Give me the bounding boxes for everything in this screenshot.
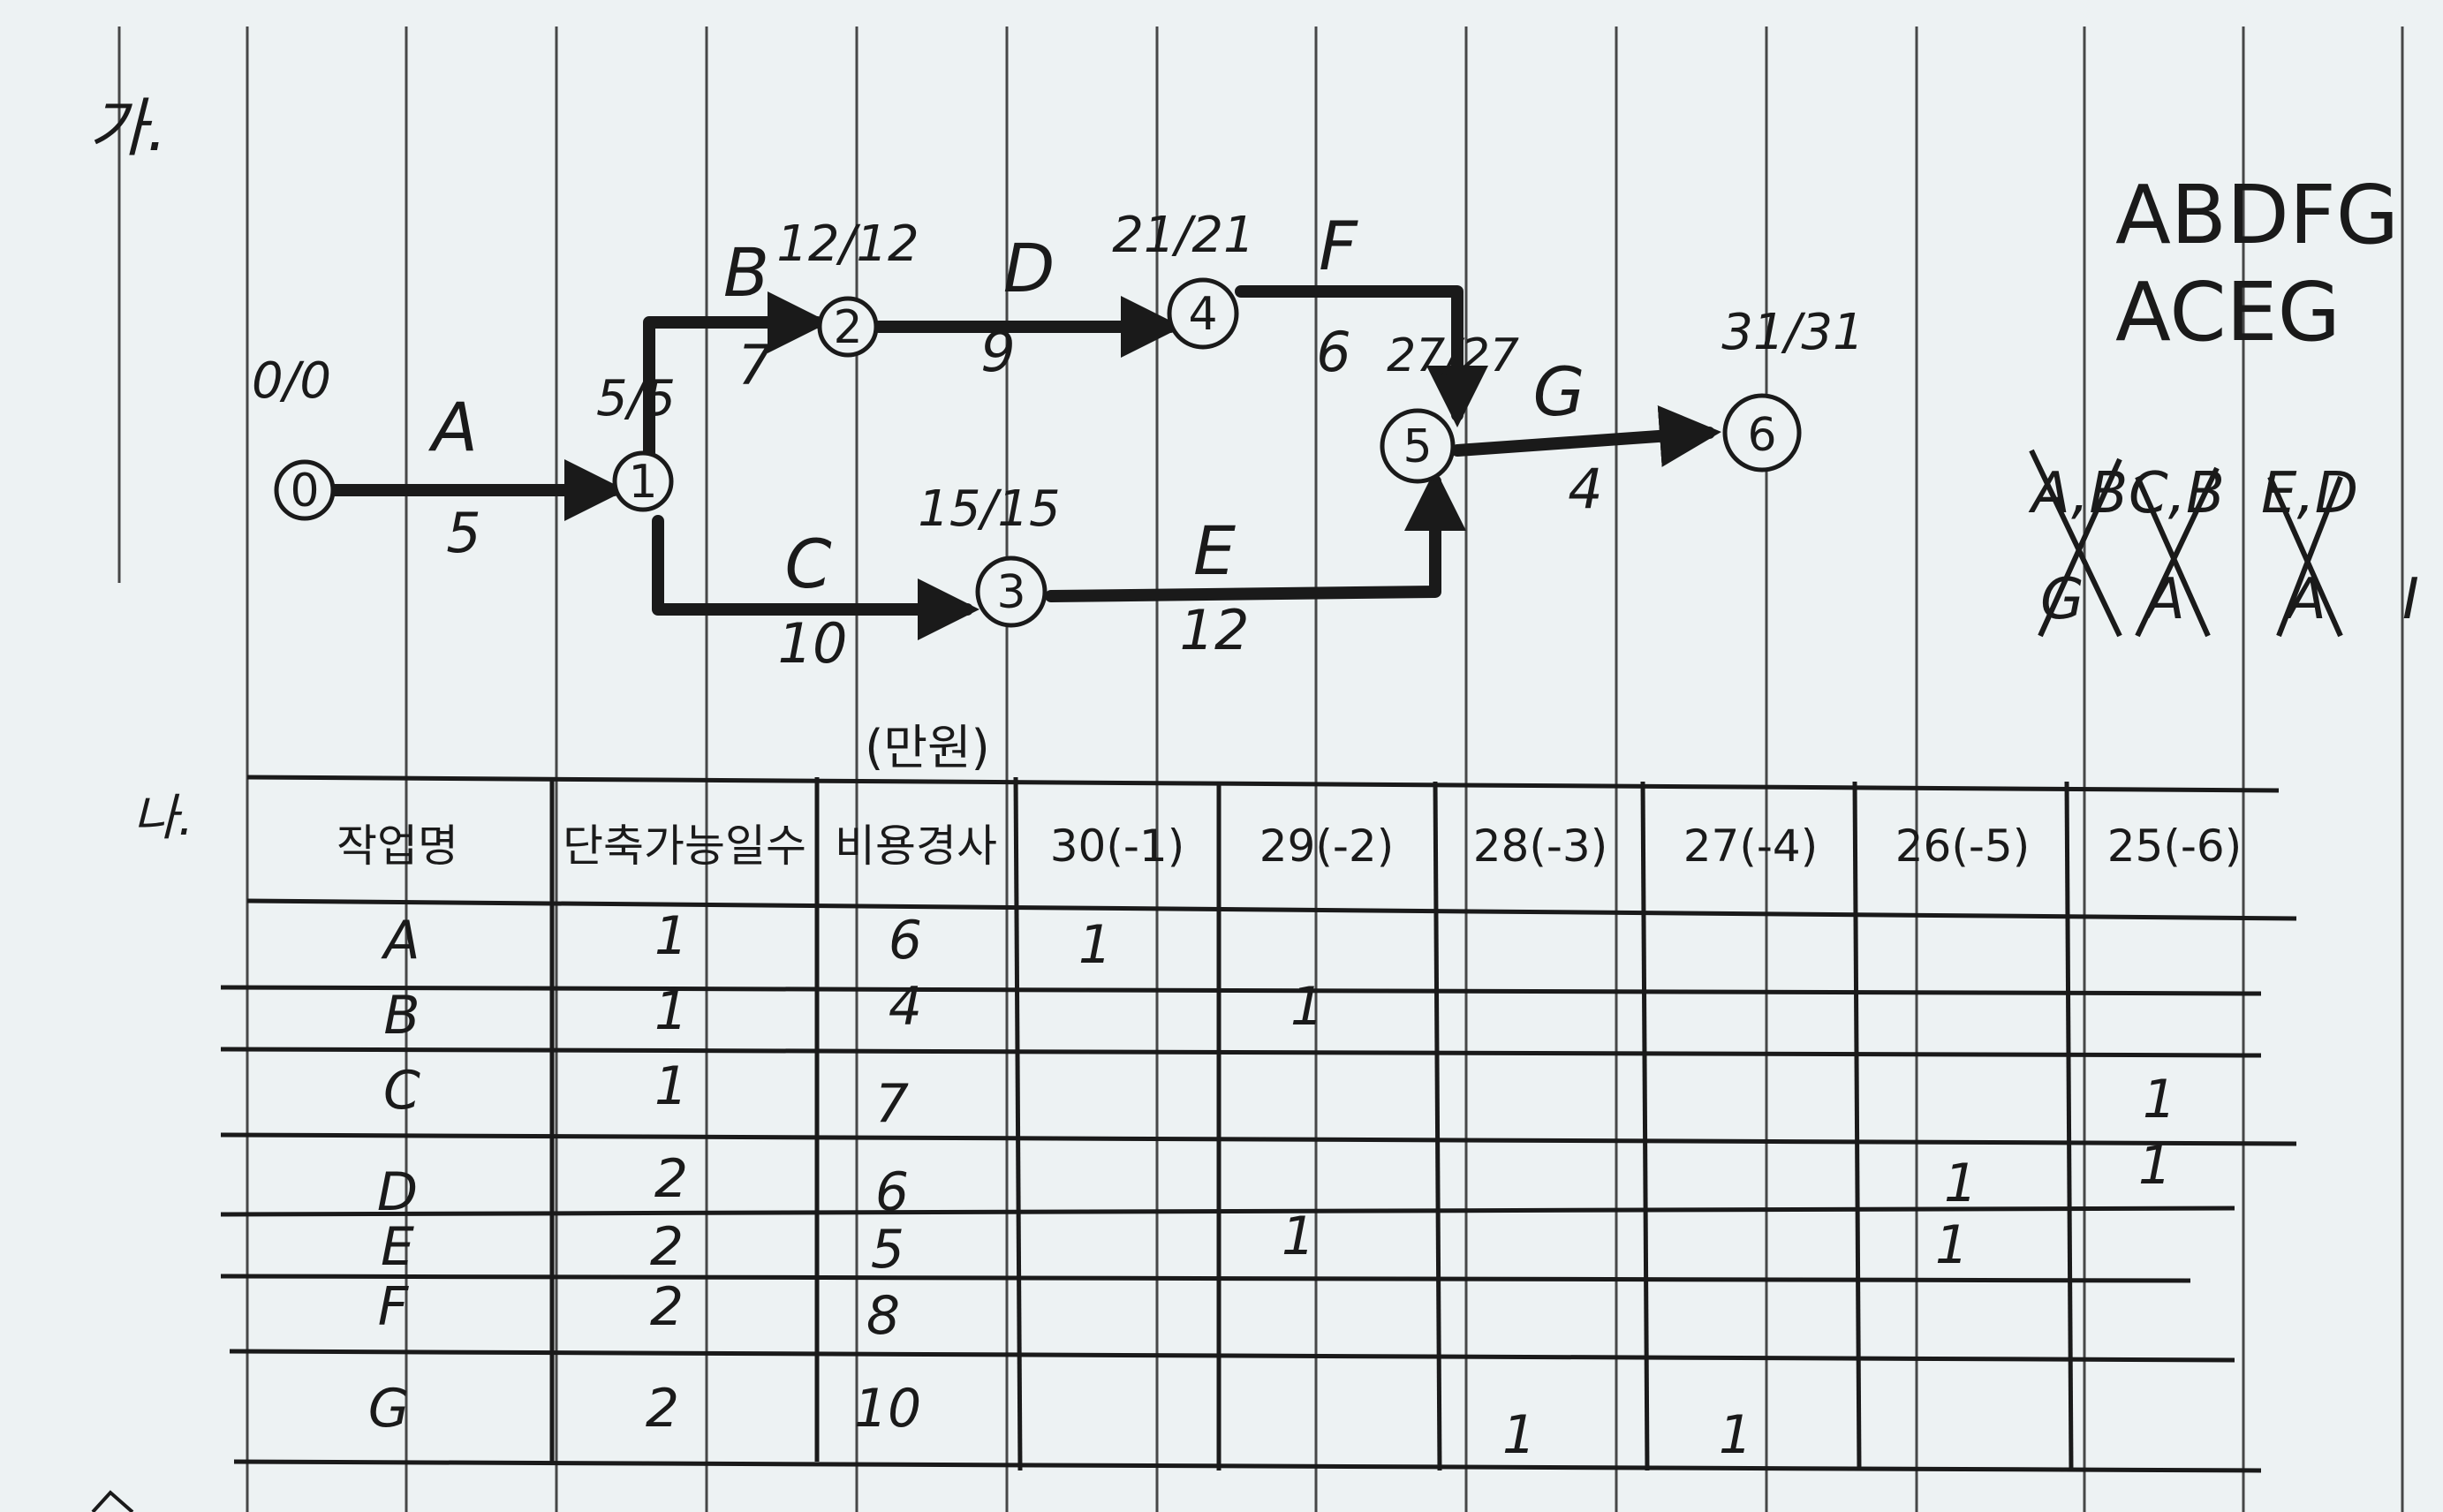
crash-table: 작업명 단축가능일수 비용경사 30(-1) 29(-2) 28(-3) 27(… (220, 775, 2297, 1473)
cell-mark: 1 (1290, 976, 1324, 1038)
cell-slope: 4 (889, 976, 922, 1038)
node-4: 4 21/21 (1112, 207, 1255, 350)
scratch-work: A,B C,B E,D G A A I (2028, 449, 2419, 638)
activity-a-duration: 5 (446, 501, 480, 565)
cell-slope: 8 (866, 1285, 900, 1347)
node-5: 5 27/27 (1380, 329, 1519, 484)
activity-g-name: G (1533, 352, 1585, 431)
cell-mark: 1 (1944, 1153, 1978, 1214)
node-1-times: 5/5 (596, 370, 676, 427)
cell-task: A (380, 910, 420, 971)
activity-d-duration: 9 (980, 320, 1015, 384)
cell-days: 1 (654, 1055, 688, 1117)
node-3-times: 15/15 (918, 480, 1060, 538)
node-2-label: 2 (833, 301, 862, 354)
header-28: 28(-3) (1473, 820, 1608, 872)
node-1: 1 5/5 (596, 370, 676, 512)
node-2-times: 12/12 (776, 215, 919, 273)
arrow-c (652, 515, 979, 640)
cell-mark: 1 (1078, 914, 1112, 976)
cell-task: E (381, 1216, 414, 1278)
activity-f-name: F (1319, 207, 1358, 285)
table-grid (220, 775, 2297, 1473)
activity-a-name: A (427, 388, 478, 466)
node-6: 6 31/31 (1721, 304, 1864, 472)
unit-label: (만원) (865, 720, 990, 775)
critical-path-1: ABDFG (2115, 168, 2399, 262)
node-2: 2 12/12 (776, 215, 919, 358)
node-6-times: 31/31 (1721, 304, 1864, 361)
node-5-times: 27/27 (1387, 329, 1519, 382)
arrow-g (1451, 405, 1721, 467)
activity-e-name: E (1193, 511, 1236, 590)
cell-days: 2 (650, 1276, 684, 1338)
node-3-label: 3 (996, 566, 1025, 619)
node-5-label: 5 (1403, 420, 1432, 473)
activity-d-name: D (1003, 229, 1055, 307)
cell-days: 2 (646, 1378, 679, 1440)
cell-mark: 1 (2143, 1069, 2176, 1130)
table-body: A 1 6 1 B 1 4 1 C 1 7 1 D 2 6 1 1 E 2 5 … (368, 905, 2176, 1466)
header-29: 29(-2) (1259, 820, 1395, 872)
cell-task: D (377, 1161, 418, 1223)
cell-mark: 1 (2138, 1135, 2172, 1197)
activity-e-duration: 12 (1180, 598, 1250, 662)
cell-mark: 1 (1935, 1214, 1969, 1276)
network-arrows (325, 285, 1721, 640)
section-a-label: 가. (88, 91, 167, 165)
header-26: 26(-5) (1895, 820, 2031, 872)
activity-b-name: B (723, 233, 769, 312)
header-27: 27(-4) (1683, 820, 1819, 872)
critical-path-2: ACEG (2115, 265, 2341, 359)
cell-days: 1 (654, 905, 688, 967)
node-0: 0 0/0 (252, 352, 336, 521)
cell-task: B (383, 985, 420, 1047)
header-cost-slope: 비용경사 (835, 820, 997, 872)
cell-task: F (378, 1276, 410, 1338)
cell-mark: 1 (1502, 1404, 1536, 1466)
arrow-f (1235, 285, 1488, 427)
header-task: 작업명 (337, 820, 458, 872)
node-0-label: 0 (290, 465, 319, 518)
node-1-label: 1 (628, 456, 657, 509)
header-crash-days: 단축가능일수 (563, 820, 806, 872)
cell-task: C (383, 1060, 420, 1122)
network-nodes: 0 0/0 1 5/5 2 12/12 3 15/15 4 21/21 5 27… (252, 207, 1864, 628)
cell-days: 2 (654, 1148, 688, 1210)
cell-slope: 6 (875, 1161, 909, 1223)
activity-g-duration: 4 (1568, 457, 1602, 521)
scratch-text-7: I (2402, 567, 2419, 632)
activity-c-name: C (784, 525, 831, 603)
activity-labels: A 5 B 7 C 10 D 9 E 12 F 6 G 4 (427, 207, 1603, 676)
table-header-row: 작업명 단축가능일수 비용경사 30(-1) 29(-2) 28(-3) 27(… (337, 820, 2242, 872)
node-4-times: 21/21 (1112, 207, 1254, 264)
header-25: 25(-6) (2107, 820, 2243, 872)
cell-slope: 10 (854, 1378, 921, 1440)
cell-days: 2 (650, 1216, 684, 1278)
section-b-label: 나. (132, 790, 193, 847)
cell-slope: 7 (875, 1073, 909, 1135)
cell-slope: 5 (871, 1219, 904, 1281)
node-3: 3 15/15 (918, 480, 1061, 628)
node-0-times: 0/0 (252, 352, 331, 410)
arrow-b (643, 291, 829, 470)
arrow-e (1045, 469, 1466, 602)
cell-mark: 1 (1282, 1206, 1315, 1267)
cell-days: 1 (654, 980, 688, 1042)
cell-mark: 1 (1719, 1404, 1752, 1466)
header-30: 30(-1) (1050, 820, 1185, 872)
stray-marks (91, 1490, 134, 1512)
cell-slope: 6 (889, 910, 922, 971)
activity-f-duration: 6 (1316, 320, 1350, 384)
activity-b-duration: 7 (737, 333, 772, 397)
activity-c-duration: 10 (778, 611, 848, 676)
notebook-rules (117, 26, 2404, 1512)
node-4-label: 4 (1188, 288, 1217, 341)
node-6-label: 6 (1747, 409, 1776, 462)
cell-task: G (368, 1378, 410, 1440)
